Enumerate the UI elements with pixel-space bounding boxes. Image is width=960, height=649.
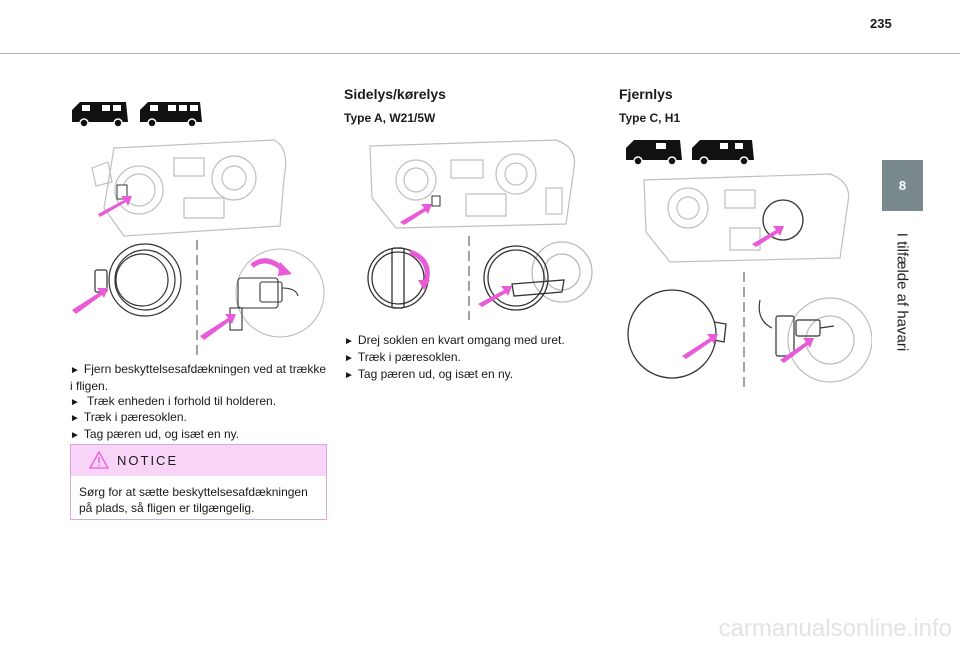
instruction-step: ►Drej soklen en kvart omgang med uret. bbox=[344, 333, 565, 347]
chapter-number: 8 bbox=[898, 177, 907, 193]
section-divider-col3 bbox=[743, 272, 745, 392]
notice-text: Sørg for at sætte beskyttelsesafdækninge… bbox=[79, 485, 308, 515]
high-beam-cover-illustration bbox=[627, 289, 727, 379]
bulb-socket-pull-illustration bbox=[478, 241, 593, 311]
headlamp-unit-illustration-col2 bbox=[369, 139, 576, 229]
remove-cover-arrow bbox=[682, 334, 718, 359]
pull-bulb-arrow bbox=[780, 338, 814, 363]
protective-cover-illustration bbox=[72, 243, 182, 317]
pull-socket-arrow bbox=[478, 286, 512, 307]
instruction-step: ►Træk i pæresoklen. bbox=[344, 349, 461, 364]
vehicle-icons-col3 bbox=[626, 140, 754, 166]
section-subheading-type-c: Type C, H1 bbox=[619, 111, 681, 125]
instruction-list-col1: ►Fjern beskyttelsesafdækningen ved at tr… bbox=[70, 362, 328, 444]
instruction-step: ► Træk enheden i forhold til holderen. bbox=[70, 393, 277, 408]
notice-header: NOTICE bbox=[71, 445, 326, 476]
chapter-tab[interactable]: 8 bbox=[882, 160, 923, 210]
pull-arrow bbox=[752, 226, 784, 247]
bulb-holder-illustration-col1 bbox=[200, 248, 325, 340]
instruction-step: ►Tag pæren ud, og isæt en ny. bbox=[70, 427, 240, 442]
watermark: carmanualsonline.info bbox=[718, 615, 952, 642]
section-heading-sidelys: Sidelys/kørelys bbox=[344, 86, 446, 102]
pull-bulb-arrow bbox=[200, 314, 236, 340]
header-rule bbox=[0, 53, 960, 54]
warning-triangle-icon bbox=[89, 451, 109, 469]
van-long-icon bbox=[692, 140, 754, 166]
vehicle-icons-col1 bbox=[72, 102, 202, 128]
section-heading-fjernlys: Fjernlys bbox=[619, 86, 673, 102]
notice-title: NOTICE bbox=[117, 453, 179, 468]
high-beam-bulb-illustration bbox=[758, 297, 872, 383]
instruction-list-col2: ►Drej soklen en kvart omgang med uret. ►… bbox=[344, 333, 594, 383]
chapter-tab-divider bbox=[882, 210, 923, 211]
section-divider-col2 bbox=[468, 236, 470, 320]
bulb-socket-rotate-illustration bbox=[367, 247, 430, 309]
section-subheading-type-a: Type A, W21/5W bbox=[344, 111, 436, 125]
section-divider-col1 bbox=[196, 240, 198, 360]
headlamp-unit-illustration-col1 bbox=[91, 139, 287, 237]
chapter-title-block: I tilfælde af havari bbox=[880, 212, 924, 372]
instruction-step: ►Fjern beskyttelsesafdækningen ved at tr… bbox=[70, 362, 327, 393]
pull-arrow bbox=[98, 196, 132, 217]
van-short-icon bbox=[626, 140, 682, 166]
instruction-step: ►Tag pæren ud, og isæt en ny. bbox=[344, 366, 514, 381]
instruction-step: ►Træk i pæresoklen. bbox=[70, 410, 187, 425]
van-short-icon bbox=[72, 102, 128, 128]
chapter-title: I tilfælde af havari bbox=[893, 232, 911, 352]
page-number: 235 bbox=[870, 16, 892, 31]
headlamp-unit-illustration-col3 bbox=[643, 173, 850, 263]
van-long-icon bbox=[140, 102, 202, 128]
pull-arrow bbox=[400, 204, 432, 225]
pull-tab-arrow bbox=[72, 288, 108, 314]
notice-box: NOTICE Sørg for at sætte beskyttelsesafd… bbox=[70, 444, 327, 520]
